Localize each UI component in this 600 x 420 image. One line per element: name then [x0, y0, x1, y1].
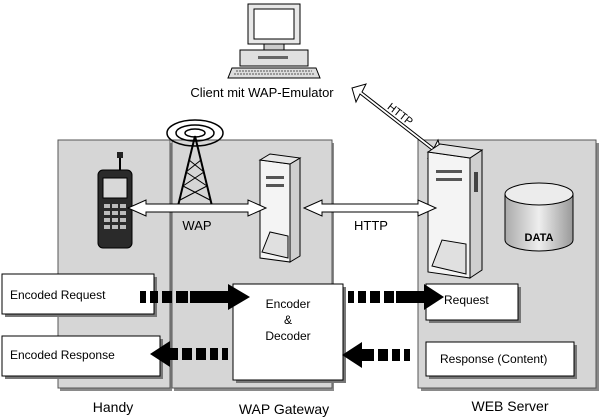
encoder-decoder-box: [232, 283, 346, 383]
phone-icon: [97, 152, 133, 249]
encoded-response-label: Encoded Response: [10, 348, 115, 362]
server-zone-label: WEB Server: [471, 398, 548, 414]
database-icon: [504, 182, 574, 252]
gateway-zone-label: WAP Gateway: [239, 401, 329, 417]
response-flow-arrow-1: [342, 342, 410, 368]
web-server-icon: [426, 143, 484, 279]
response-flow-arrow-2: [150, 341, 228, 367]
request-label: Request: [444, 293, 489, 307]
wap-link-arrow: [126, 199, 268, 217]
database-label: DATA: [525, 232, 554, 244]
response-box: [425, 341, 577, 379]
handy-zone-label: Handy: [93, 399, 133, 415]
request-flow-arrow-1: [140, 284, 250, 310]
encoder-label: Encoder: [266, 297, 311, 311]
response-label: Response (Content): [440, 352, 547, 366]
client-http-arrow: [351, 83, 443, 159]
wap-label: WAP: [182, 218, 211, 233]
computer-icon: [227, 3, 321, 79]
request-flow-arrow-2: [348, 284, 444, 310]
http-label: HTTP: [354, 218, 388, 233]
encoded-request-box: [1, 273, 157, 317]
http-link-arrow: [302, 199, 438, 217]
client-label: Client mit WAP-Emulator: [190, 85, 334, 100]
gateway-server-icon: [258, 153, 302, 263]
request-box: [425, 283, 521, 323]
decoder-label: Decoder: [265, 329, 310, 343]
encoded-request-label: Encoded Request: [10, 288, 106, 302]
encoded-response-box: [1, 335, 163, 379]
antenna-tower-icon: [166, 119, 224, 207]
ampersand-label: &: [284, 313, 292, 327]
